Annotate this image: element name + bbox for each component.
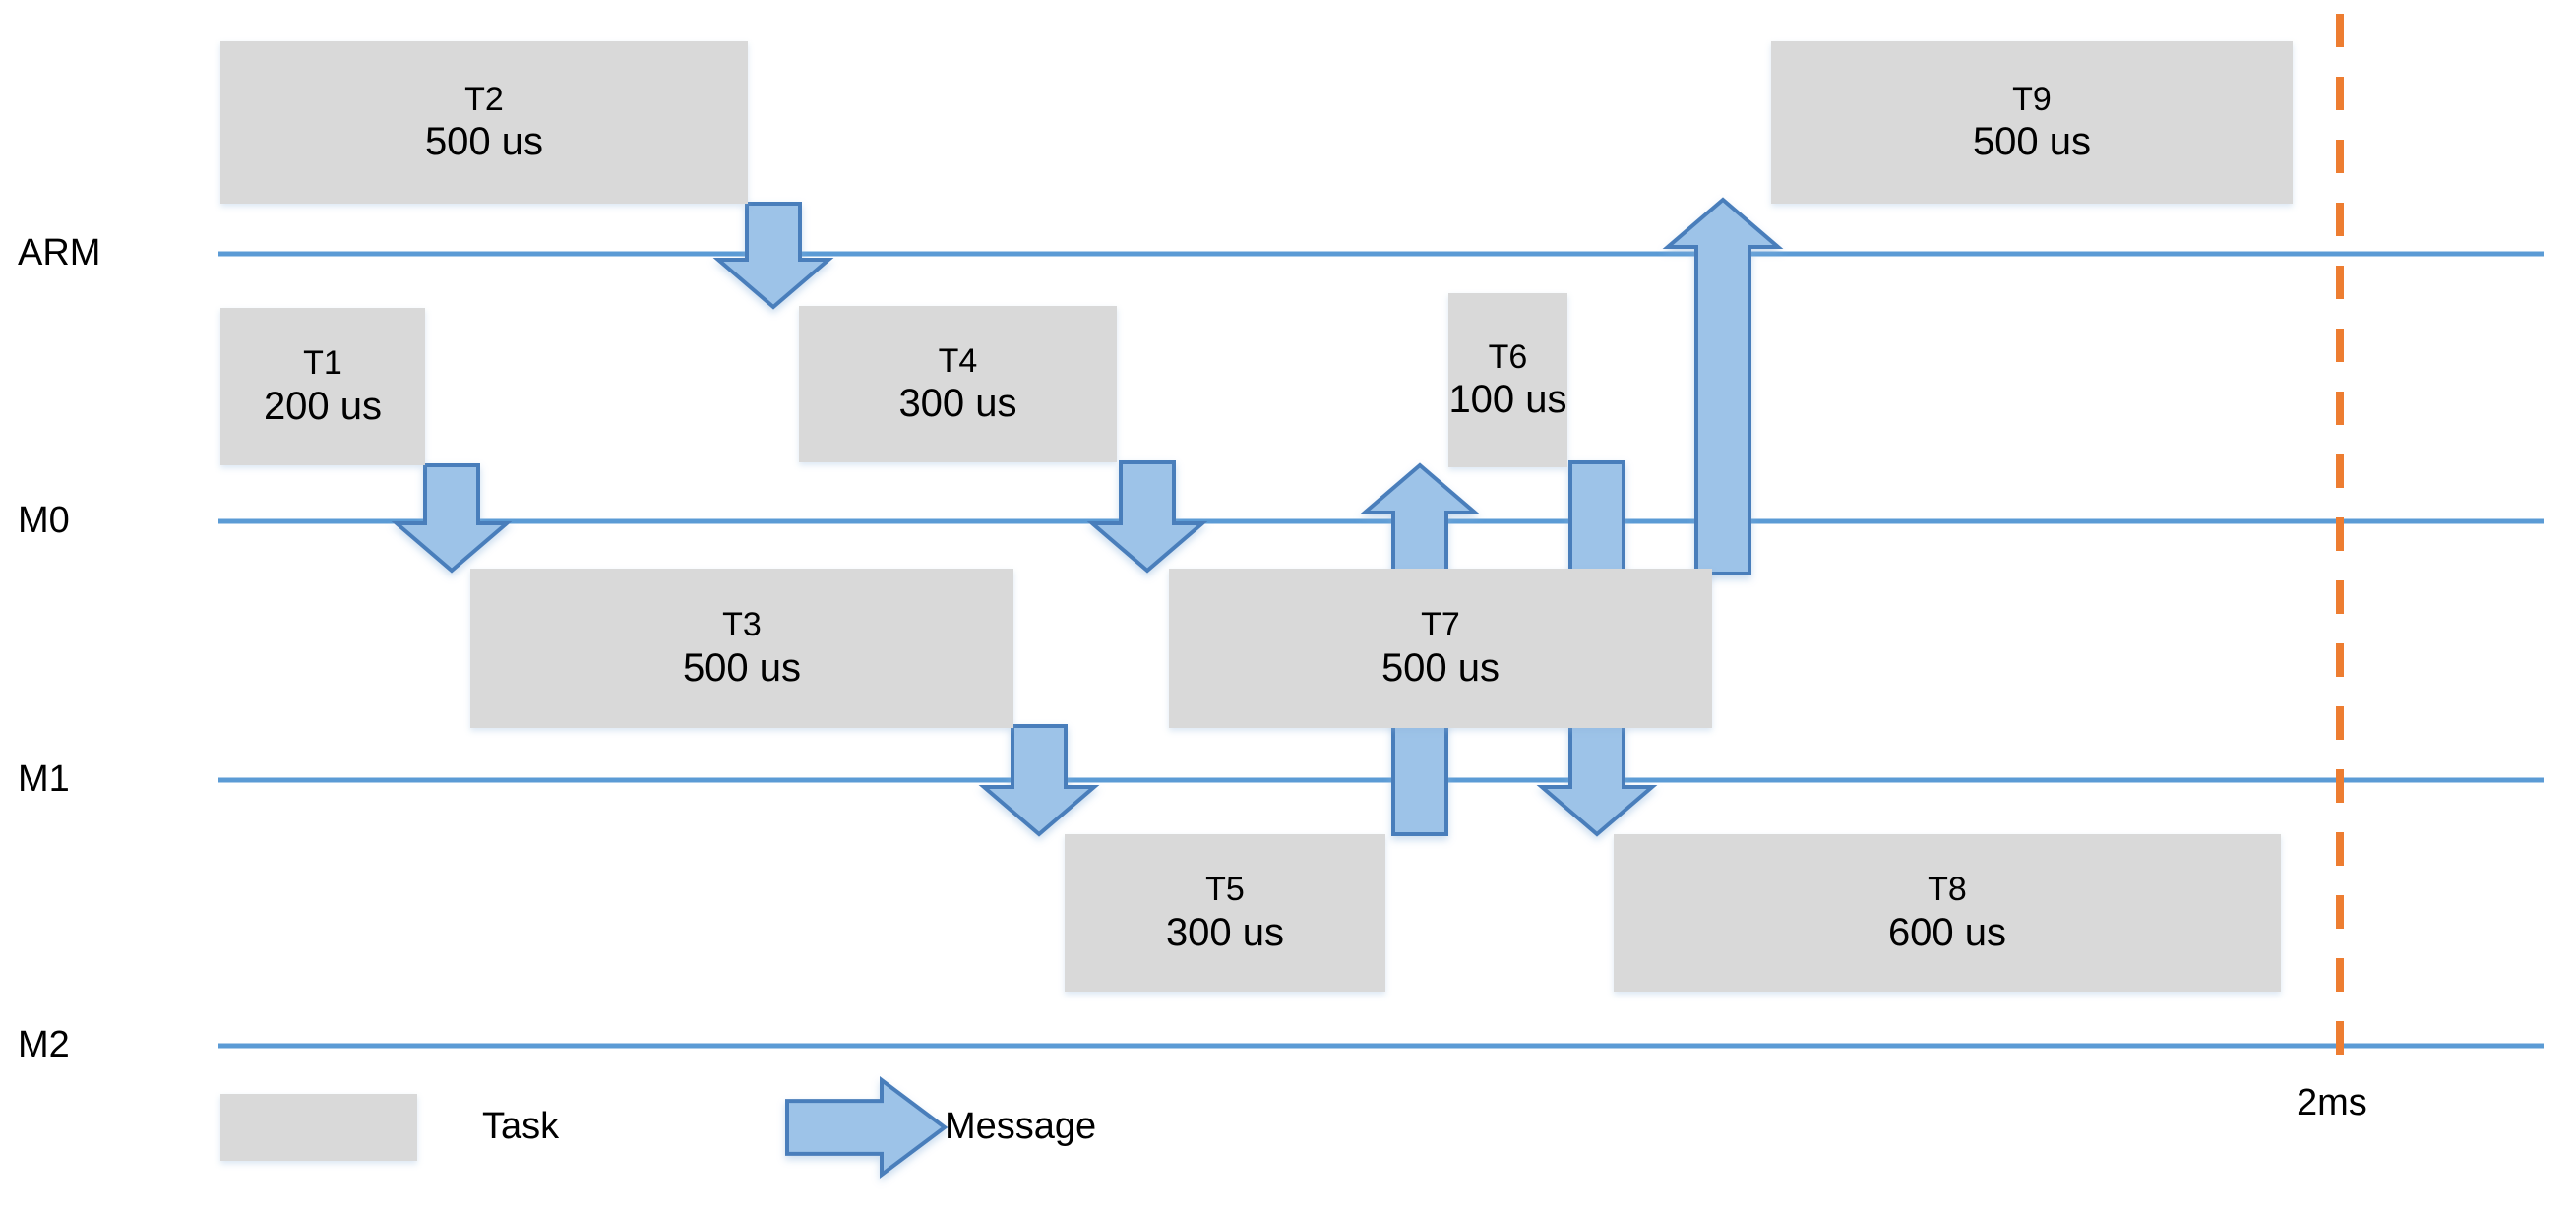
task-duration-t5: 300 us	[1165, 910, 1285, 954]
task-duration-t9: 500 us	[1972, 120, 2092, 164]
lane-lines-group	[218, 251, 2544, 1049]
task-name-t3: T3	[722, 606, 762, 644]
legend-message-arrow-group	[785, 1076, 949, 1179]
task-duration-t8: 600 us	[1887, 910, 2007, 954]
legend-task-swatch	[220, 1094, 417, 1161]
task-name-t1: T1	[303, 344, 342, 383]
msg-t7-to-t8-arrow	[1536, 724, 1658, 837]
task-name-t9: T9	[2012, 80, 2052, 118]
task-name-t7: T7	[1421, 606, 1460, 644]
lane-label-m1: M1	[18, 758, 70, 800]
msg-t1-to-t3-arrow	[391, 463, 513, 574]
task-duration-t3: 500 us	[682, 645, 802, 690]
lane-label-arm: ARM	[18, 232, 101, 273]
msg-t2-to-t4-arrow	[712, 202, 834, 310]
task-duration-t2: 500 us	[424, 120, 544, 164]
task-name-t6: T6	[1488, 337, 1528, 376]
lane-label-m0: M0	[18, 500, 70, 541]
task-name-t2: T2	[464, 80, 504, 118]
legend-message-label: Message	[945, 1106, 1097, 1147]
task-name-t8: T8	[1928, 871, 1967, 909]
deadline-label: 2ms	[2297, 1082, 2367, 1123]
legend-message-swatch	[785, 1076, 949, 1179]
task-duration-t7: 500 us	[1380, 645, 1501, 690]
task-name-t4: T4	[938, 341, 978, 380]
lane-label-m2: M2	[18, 1024, 70, 1065]
msg-t4-to-t7-arrow	[1086, 460, 1208, 574]
task-name-t5: T5	[1205, 871, 1245, 909]
task-duration-t1: 200 us	[263, 384, 383, 428]
task-duration-t6: 100 us	[1448, 378, 1567, 422]
msg-to-t9-arrow	[1662, 197, 1784, 575]
msg-t6-to-t7-arrow	[1568, 460, 1625, 573]
msg-t3-to-t5-arrow	[978, 724, 1100, 837]
task-duration-t4: 300 us	[898, 382, 1017, 426]
legend-task-label: Task	[482, 1106, 560, 1147]
message-arrows-group	[391, 197, 1784, 837]
